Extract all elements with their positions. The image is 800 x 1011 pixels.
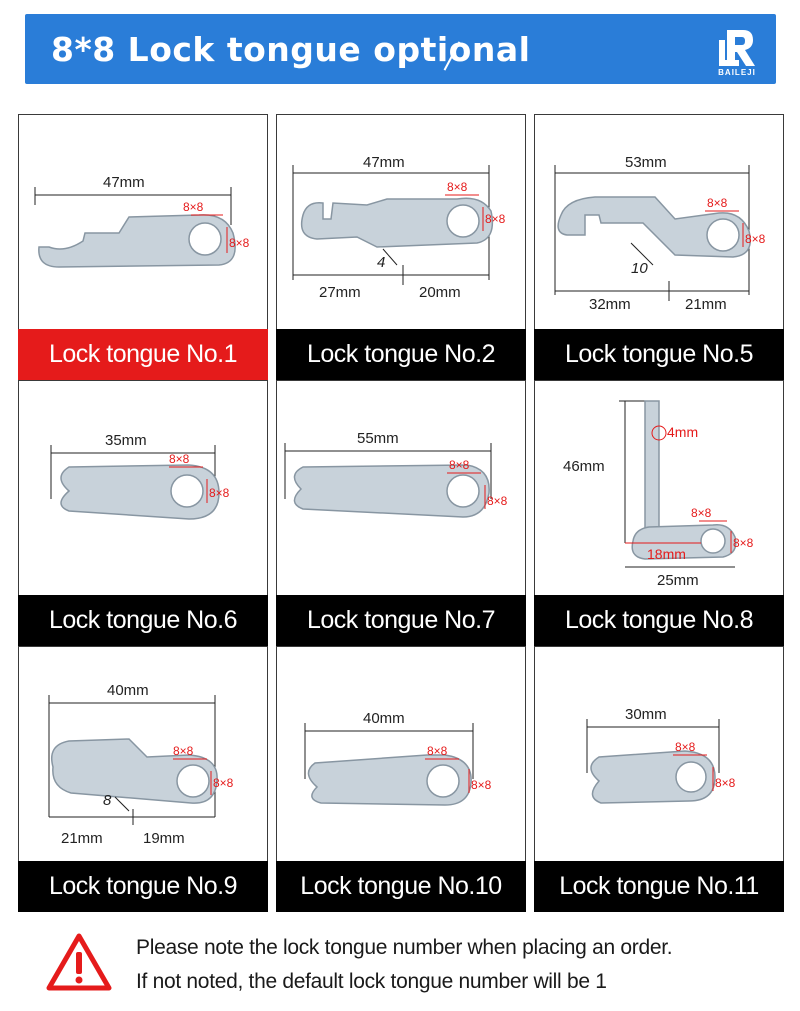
- dim-length: 40mm: [107, 682, 149, 699]
- lock-tongue-image-10: 40mm 8×8 8×8: [276, 646, 526, 861]
- dim-square-h: 8×8: [169, 452, 190, 466]
- lock-tongue-card-1[interactable]: 47mm 8×8 8×8 Lock tongue No.1: [18, 114, 268, 380]
- lock-tongue-caption-8: Lock tongue No.8: [534, 595, 784, 646]
- dim-square-h: 8×8: [449, 458, 470, 472]
- dim-thickness: 4: [377, 254, 385, 271]
- dim-square-v: 8×8: [471, 778, 492, 792]
- lock-tongue-image-1: 47mm 8×8 8×8: [18, 114, 268, 329]
- dim-square-v: 8×8: [715, 776, 736, 790]
- lock-tongue-caption-5: Lock tongue No.5: [534, 329, 784, 380]
- lock-tongue-image-8: 46mm 4mm 8×8 8×8 18mm 25mm: [534, 380, 784, 595]
- lock-tongue-card-8[interactable]: 46mm 4mm 8×8 8×8 18mm 25mm Lock tongue N…: [534, 380, 784, 646]
- dim-length: 47mm: [103, 174, 145, 191]
- dim-length: 55mm: [357, 430, 399, 447]
- lock-tongue-image-5: 53mm 8×8 8×8 10 32mm 21mm: [534, 114, 784, 329]
- lock-tongue-caption-10: Lock tongue No.10: [276, 861, 526, 912]
- logo-text: BAILEJI: [718, 68, 756, 77]
- dim-right: 20mm: [419, 284, 461, 301]
- dim-length: 40mm: [363, 710, 405, 727]
- dim-height: 46mm: [563, 458, 605, 475]
- lock-tongue-caption-2: Lock tongue No.2: [276, 329, 526, 380]
- dim-left: 32mm: [589, 296, 631, 313]
- lock-tongue-image-9: 40mm 8×8 8×8 8 21mm 19mm: [18, 646, 268, 861]
- dim-pin: 4mm: [667, 424, 698, 440]
- page-title: 8*8 Lock tongue optional: [51, 30, 531, 69]
- lock-tongue-image-7: 55mm 8×8 8×8: [276, 380, 526, 595]
- lock-tongue-caption-6: Lock tongue No.6: [18, 595, 268, 646]
- dim-length: 35mm: [105, 432, 147, 449]
- lock-tongue-caption-9: Lock tongue No.9: [18, 861, 268, 912]
- lock-tongue-card-10[interactable]: 40mm 8×8 8×8 Lock tongue No.10: [276, 646, 526, 912]
- lock-tongue-card-9[interactable]: 40mm 8×8 8×8 8 21mm 19mm Lock tongue No.…: [18, 646, 268, 912]
- warning-triangle-icon: [46, 933, 112, 991]
- dim-square-v: 8×8: [487, 494, 508, 508]
- lock-tongue-card-5[interactable]: 53mm 8×8 8×8 10 32mm 21mm Lock tongue No…: [534, 114, 784, 380]
- dim-square-v: 8×8: [733, 536, 754, 550]
- lock-tongue-image-2: 47mm 8×8 8×8 4 27mm 20mm: [276, 114, 526, 329]
- dim-square-v: 8×8: [745, 232, 766, 246]
- dim-left: 21mm: [61, 830, 103, 847]
- dim-square-h: 8×8: [707, 196, 728, 210]
- dim-square-v: 8×8: [213, 776, 234, 790]
- dim-square-h: 8×8: [173, 744, 194, 758]
- dim-length: 53mm: [625, 154, 667, 171]
- dim-length: 25mm: [657, 572, 699, 589]
- note-line-2: If not noted, the default lock tongue nu…: [136, 970, 607, 993]
- header-banner: 8*8 Lock tongue optional BAILEJI: [25, 14, 776, 84]
- dim-square-h: 8×8: [183, 200, 204, 214]
- dim-square-v: 8×8: [229, 236, 250, 250]
- lock-tongue-image-11: 30mm 8×8 8×8: [534, 646, 784, 861]
- note-line-1: Please note the lock tongue number when …: [136, 936, 673, 959]
- dim-square-h: 8×8: [447, 180, 468, 194]
- baileji-logo-icon: [719, 30, 755, 66]
- lock-tongue-card-6[interactable]: 35mm 8×8 8×8 Lock tongue No.6: [18, 380, 268, 646]
- dim-right: 21mm: [685, 296, 727, 313]
- dim-length: 47mm: [363, 154, 405, 171]
- lock-tongue-caption-1: Lock tongue No.1: [18, 329, 268, 380]
- lock-tongue-card-11[interactable]: 30mm 8×8 8×8 Lock tongue No.11: [534, 646, 784, 912]
- dim-offset: 8: [103, 792, 112, 809]
- dim-square-v: 8×8: [485, 212, 506, 226]
- dim-offset: 10: [631, 260, 648, 277]
- lock-tongue-card-2[interactable]: 47mm 8×8 8×8 4 27mm 20mm Lock tongue No.…: [276, 114, 526, 380]
- order-note: Please note the lock tongue number when …: [46, 930, 766, 1000]
- dim-square-v: 8×8: [209, 486, 230, 500]
- lock-tongue-image-6: 35mm 8×8 8×8: [18, 380, 268, 595]
- dim-left: 27mm: [319, 284, 361, 301]
- lock-tongue-caption-11: Lock tongue No.11: [534, 861, 784, 912]
- dim-square-h: 8×8: [427, 744, 448, 758]
- dim-right: 19mm: [143, 830, 185, 847]
- dim-square-h: 8×8: [691, 506, 712, 520]
- dim-length: 30mm: [625, 706, 667, 723]
- lock-tongue-card-7[interactable]: 55mm 8×8 8×8 Lock tongue No.7: [276, 380, 526, 646]
- lock-tongue-caption-7: Lock tongue No.7: [276, 595, 526, 646]
- dim-inner: 18mm: [647, 546, 686, 562]
- dim-square-h: 8×8: [675, 740, 696, 754]
